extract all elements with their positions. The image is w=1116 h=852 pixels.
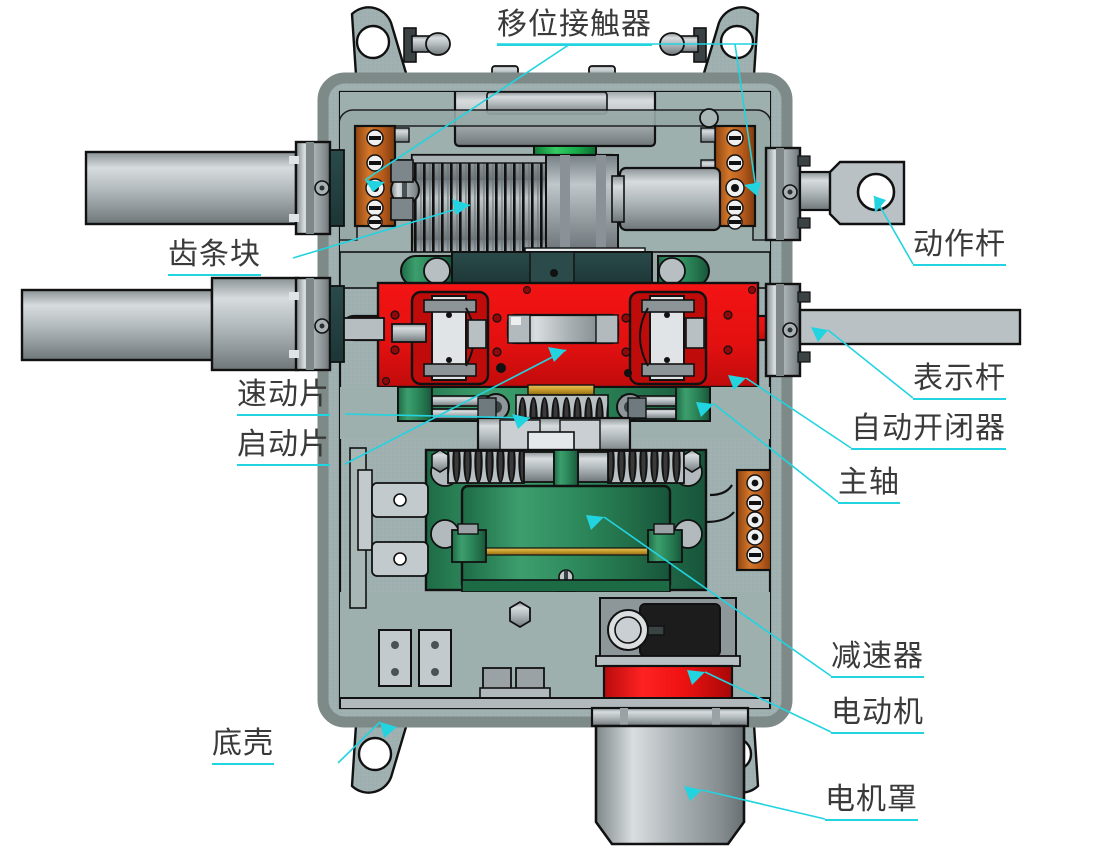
right-rods (764, 146, 1022, 378)
leader-arrowheads (365, 180, 886, 801)
auto-switch-red-plate (340, 281, 770, 389)
terminal-block-lower-right (705, 468, 770, 572)
shaft-coupling-block (476, 416, 632, 456)
lower-chamber (340, 447, 770, 708)
actuator-internals (340, 92, 770, 708)
upper-gear-chamber (340, 92, 770, 259)
starting-plate-part (616, 393, 707, 421)
reducer-gearbox (424, 448, 708, 609)
micro-switch-right (628, 290, 708, 386)
terminal-block-right (700, 124, 757, 230)
motor-assembly (595, 597, 741, 708)
bracket-pads (371, 482, 429, 577)
main-shaft-center-block (506, 313, 620, 345)
motor-cover (590, 706, 750, 846)
left-rods (20, 140, 385, 372)
main-shaft-upper (611, 166, 722, 232)
rack-block-part (410, 153, 646, 259)
terminal-plates-bottom-left (378, 629, 452, 687)
micro-switch-left (391, 290, 490, 386)
